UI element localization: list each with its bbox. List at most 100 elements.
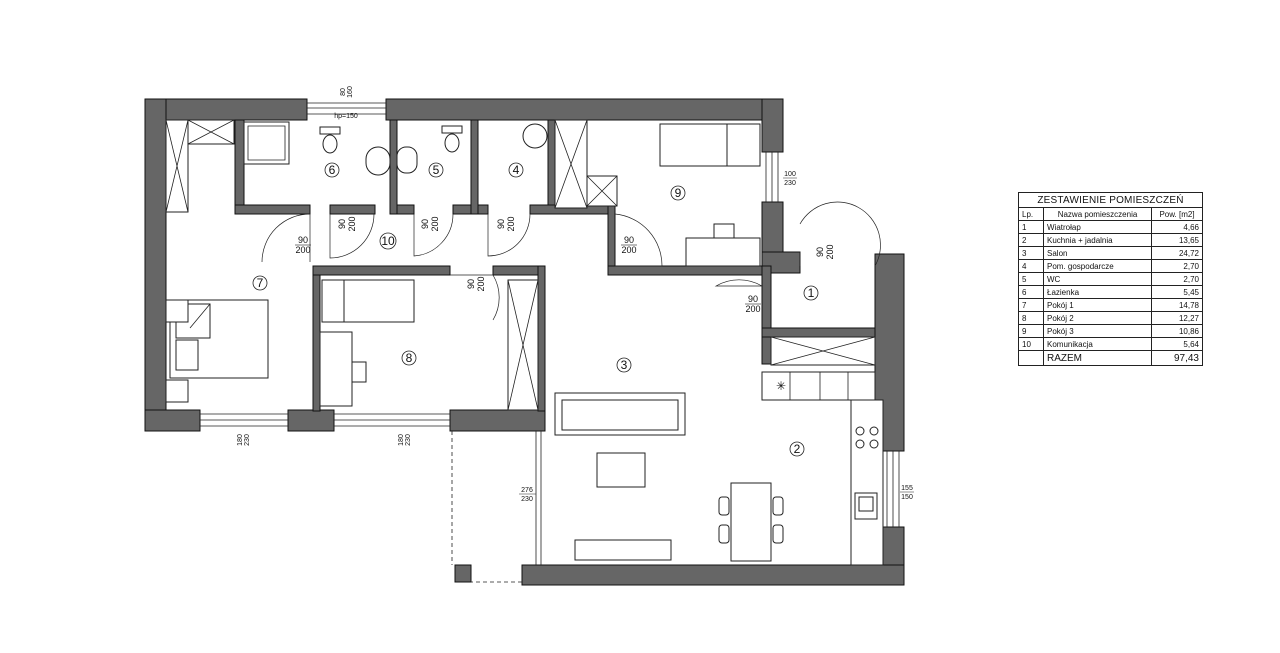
door-label-width: 90 xyxy=(420,219,430,229)
row-area: 2,70 xyxy=(1151,272,1203,286)
row-name: WC xyxy=(1043,272,1152,286)
door-label-width: 90 xyxy=(748,294,758,304)
room-6-number: 6 xyxy=(329,163,336,177)
row-lp: 3 xyxy=(1018,246,1044,260)
row-area: 14,78 xyxy=(1151,298,1203,312)
row-name: Łazienka xyxy=(1043,285,1152,299)
header-area: Pow. [m2] xyxy=(1151,207,1203,221)
dimension-label: 276 xyxy=(521,487,533,494)
door-label-height: 200 xyxy=(430,216,440,231)
room-1-marker xyxy=(803,285,819,301)
row-lp: 2 xyxy=(1018,233,1044,247)
row-name: Kuchnia + jadalnia xyxy=(1043,233,1152,247)
room-1-number: 1 xyxy=(808,286,815,300)
row-lp: 5 xyxy=(1018,272,1044,286)
room-2-number: 2 xyxy=(794,442,801,456)
dimension-label: 230 xyxy=(244,434,251,446)
row-lp: 7 xyxy=(1018,298,1044,312)
room-3-marker xyxy=(616,357,632,373)
room-schedule-table: ZESTAWIENIE POMIESZCZEŃ Lp. Nazwa pomies… xyxy=(1018,192,1203,366)
room-9-number: 9 xyxy=(675,186,682,200)
door-label-height: 200 xyxy=(825,244,835,259)
interior-walls xyxy=(234,119,876,412)
room-3-number: 3 xyxy=(621,358,628,372)
room-6-marker xyxy=(324,162,340,178)
row-area: 13,65 xyxy=(1151,233,1203,247)
row-area: 10,86 xyxy=(1151,324,1203,338)
door-label-height: 200 xyxy=(506,216,516,231)
table-header-row: Lp. Nazwa pomieszczenia Pow. [m2] xyxy=(1018,207,1203,221)
fan-icon: ✳ xyxy=(776,379,786,393)
dimension-label: 155 xyxy=(901,485,913,492)
door-label-height: 200 xyxy=(476,276,486,291)
row-name: Pokój 2 xyxy=(1043,311,1152,325)
dimension-label: hp=150 xyxy=(334,113,358,120)
dimension-label: 150 xyxy=(901,494,913,501)
row-area: 2,70 xyxy=(1151,259,1203,273)
room-9-marker xyxy=(670,185,686,201)
table-row: 8 Pokój 2 12,27 xyxy=(1018,311,1203,325)
table-row: 6 Łazienka 5,45 xyxy=(1018,285,1203,299)
row-lp: 9 xyxy=(1018,324,1044,338)
door-label-height: 200 xyxy=(745,304,760,314)
room-7-marker xyxy=(252,275,268,291)
row-name: Wiatrołap xyxy=(1043,220,1152,234)
door-label-width: 90 xyxy=(815,247,825,257)
row-lp: 8 xyxy=(1018,311,1044,325)
table-row: 7 Pokój 1 14,78 xyxy=(1018,298,1203,312)
table-title: ZESTAWIENIE POMIESZCZEŃ xyxy=(1018,192,1203,208)
window-dimensions: 80 160 hp=150 100 230 180 230 180 230 27… xyxy=(237,86,914,503)
door-labels: 90 200 90 200 90 200 90 200 90 200 90 20… xyxy=(295,216,835,314)
table-row: 3 Salon 24,72 xyxy=(1018,246,1203,260)
room-10-marker xyxy=(379,232,397,250)
toilet-icon xyxy=(444,133,460,153)
dimension-label: 80 xyxy=(340,88,347,96)
header-lp: Lp. xyxy=(1018,207,1044,221)
dimension-label: 230 xyxy=(784,180,796,187)
door-label-height: 200 xyxy=(295,245,310,255)
total-label: RAZEM xyxy=(1043,350,1152,366)
table-row: 2 Kuchnia + jadalnia 13,65 xyxy=(1018,233,1203,247)
table-row: 10 Komunikacja 5,64 xyxy=(1018,337,1203,351)
table-total-row: RAZEM 97,43 xyxy=(1018,350,1203,366)
room-4-marker xyxy=(508,162,524,178)
row-area: 5,45 xyxy=(1151,285,1203,299)
toilet-icon xyxy=(322,134,338,154)
row-name: Pokój 1 xyxy=(1043,298,1152,312)
room-8-number: 8 xyxy=(406,351,413,365)
room-5-marker xyxy=(428,162,444,178)
door-label-width: 90 xyxy=(496,219,506,229)
dimension-label: 230 xyxy=(405,434,412,446)
door-label-width: 90 xyxy=(624,235,634,245)
furniture: ✳ xyxy=(165,119,884,566)
room-numbers: 1 2 3 4 5 6 7 8 9 10 xyxy=(252,162,819,457)
exterior-walls xyxy=(144,98,905,586)
row-lp: 4 xyxy=(1018,259,1044,273)
header-name: Nazwa pomieszczenia xyxy=(1043,207,1152,221)
room-7-number: 7 xyxy=(257,276,264,290)
row-lp: 6 xyxy=(1018,285,1044,299)
doors xyxy=(261,201,881,321)
door-label-width: 90 xyxy=(337,219,347,229)
table-row: 9 Pokój 3 10,86 xyxy=(1018,324,1203,338)
row-area: 5,64 xyxy=(1151,337,1203,351)
table-row: 1 Wiatrołap 4,66 xyxy=(1018,220,1203,234)
door-label-height: 200 xyxy=(347,216,357,231)
room-10-number: 10 xyxy=(381,234,395,248)
room-2-marker xyxy=(789,441,805,457)
dimension-label: 180 xyxy=(398,434,405,446)
row-name: Komunikacja xyxy=(1043,337,1152,351)
row-area: 4,66 xyxy=(1151,220,1203,234)
table-row: 4 Pom. gospodarcze 2,70 xyxy=(1018,259,1203,273)
row-name: Salon xyxy=(1043,246,1152,260)
dimension-label: 230 xyxy=(521,496,533,503)
dimension-label: 180 xyxy=(237,434,244,446)
row-lp: 1 xyxy=(1018,220,1044,234)
dimension-label: 100 xyxy=(784,171,796,178)
table-row: 5 WC 2,70 xyxy=(1018,272,1203,286)
row-area: 24,72 xyxy=(1151,246,1203,260)
row-lp: 10 xyxy=(1018,337,1044,351)
door-label-width: 90 xyxy=(466,279,476,289)
dimension-label: 160 xyxy=(347,86,354,98)
